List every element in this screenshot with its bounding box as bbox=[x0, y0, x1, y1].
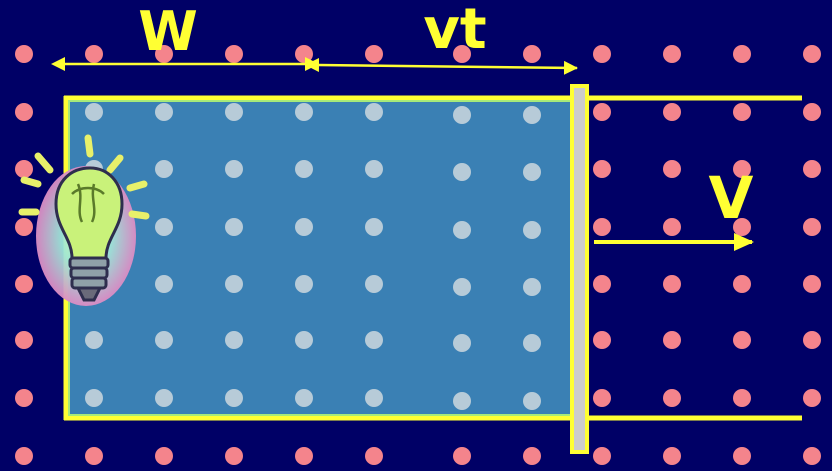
field-dot-outside bbox=[663, 275, 681, 293]
field-dot-outside bbox=[453, 447, 471, 465]
field-dot-outside bbox=[593, 331, 611, 349]
field-dot-outside bbox=[15, 103, 33, 121]
field-dot-inside bbox=[453, 392, 471, 410]
field-dot-inside bbox=[453, 278, 471, 296]
field-dot-outside bbox=[663, 103, 681, 121]
field-dot-inside bbox=[365, 331, 383, 349]
field-dot-outside bbox=[663, 218, 681, 236]
field-dot-outside bbox=[15, 275, 33, 293]
width-label: W bbox=[138, 0, 198, 63]
vt-dimension-arrow bbox=[305, 58, 578, 75]
field-dot-outside bbox=[225, 447, 243, 465]
field-dot-inside bbox=[155, 389, 173, 407]
field-dot-inside bbox=[155, 331, 173, 349]
field-dot-outside bbox=[803, 103, 821, 121]
field-dot-outside bbox=[803, 160, 821, 178]
field-dot-inside bbox=[225, 103, 243, 121]
field-dot-inside bbox=[523, 106, 541, 124]
field-dot-inside bbox=[453, 106, 471, 124]
field-dot-inside bbox=[453, 334, 471, 352]
field-dot-inside bbox=[295, 389, 313, 407]
field-dot-inside bbox=[295, 218, 313, 236]
field-dot-outside bbox=[663, 447, 681, 465]
field-dot-inside bbox=[85, 331, 103, 349]
field-dot-outside bbox=[365, 447, 383, 465]
field-dot-outside bbox=[295, 447, 313, 465]
field-dot-inside bbox=[295, 275, 313, 293]
field-dot-outside bbox=[15, 447, 33, 465]
field-dot-outside bbox=[593, 389, 611, 407]
field-dot-inside bbox=[155, 275, 173, 293]
field-dot-inside bbox=[295, 331, 313, 349]
field-dot-outside bbox=[733, 389, 751, 407]
displacement-label: vt bbox=[423, 0, 486, 62]
field-dot-outside bbox=[733, 45, 751, 63]
field-dot-outside bbox=[803, 389, 821, 407]
field-dot-inside bbox=[155, 103, 173, 121]
field-dot-inside bbox=[225, 218, 243, 236]
sliding-rod[interactable] bbox=[570, 84, 589, 454]
field-dot-outside bbox=[803, 45, 821, 63]
field-dot-inside bbox=[523, 221, 541, 239]
field-dot-outside bbox=[593, 275, 611, 293]
field-dot-outside bbox=[803, 218, 821, 236]
field-dot-inside bbox=[523, 392, 541, 410]
field-dot-outside bbox=[523, 447, 541, 465]
field-dot-outside bbox=[733, 218, 751, 236]
field-dot-inside bbox=[85, 103, 103, 121]
field-dot-inside bbox=[365, 103, 383, 121]
field-dot-outside bbox=[663, 160, 681, 178]
field-dot-outside bbox=[85, 45, 103, 63]
field-dot-outside bbox=[803, 275, 821, 293]
field-dot-outside bbox=[155, 447, 173, 465]
field-dot-inside bbox=[225, 331, 243, 349]
field-dot-inside bbox=[453, 221, 471, 239]
field-dot-outside bbox=[295, 45, 313, 63]
field-dot-inside bbox=[295, 103, 313, 121]
field-dot-inside bbox=[225, 275, 243, 293]
field-dot-outside bbox=[593, 45, 611, 63]
field-dot-outside bbox=[225, 45, 243, 63]
field-dot-inside bbox=[453, 163, 471, 181]
field-dot-outside bbox=[803, 331, 821, 349]
field-dot-outside bbox=[803, 447, 821, 465]
field-dot-outside bbox=[593, 160, 611, 178]
field-dot-outside bbox=[733, 331, 751, 349]
field-dot-outside bbox=[15, 45, 33, 63]
field-dot-inside bbox=[295, 160, 313, 178]
field-dot-inside bbox=[523, 163, 541, 181]
field-dot-outside bbox=[663, 45, 681, 63]
field-dot-outside bbox=[15, 389, 33, 407]
field-dot-inside bbox=[365, 218, 383, 236]
field-dot-outside bbox=[523, 45, 541, 63]
field-dot-inside bbox=[365, 389, 383, 407]
field-dot-outside bbox=[593, 447, 611, 465]
field-dot-inside bbox=[365, 160, 383, 178]
field-dot-outside bbox=[85, 447, 103, 465]
field-dot-outside bbox=[663, 389, 681, 407]
field-dot-outside bbox=[593, 218, 611, 236]
enclosed-area bbox=[66, 98, 578, 418]
field-dot-inside bbox=[523, 278, 541, 296]
velocity-label: V bbox=[709, 164, 754, 232]
field-dot-outside bbox=[15, 331, 33, 349]
field-dot-outside bbox=[733, 160, 751, 178]
field-dot-outside bbox=[593, 103, 611, 121]
field-dot-outside bbox=[733, 275, 751, 293]
field-dot-inside bbox=[365, 275, 383, 293]
field-dot-inside bbox=[85, 389, 103, 407]
field-dot-inside bbox=[155, 218, 173, 236]
field-dot-outside bbox=[663, 331, 681, 349]
field-dot-outside bbox=[15, 218, 33, 236]
field-dot-inside bbox=[155, 160, 173, 178]
light-bulb-icon bbox=[18, 134, 150, 306]
field-dot-outside bbox=[365, 45, 383, 63]
field-dot-inside bbox=[523, 334, 541, 352]
field-dot-outside bbox=[733, 447, 751, 465]
field-dot-inside bbox=[225, 160, 243, 178]
field-dot-inside bbox=[225, 389, 243, 407]
field-dot-outside bbox=[733, 103, 751, 121]
field-dot-outside bbox=[15, 160, 33, 178]
